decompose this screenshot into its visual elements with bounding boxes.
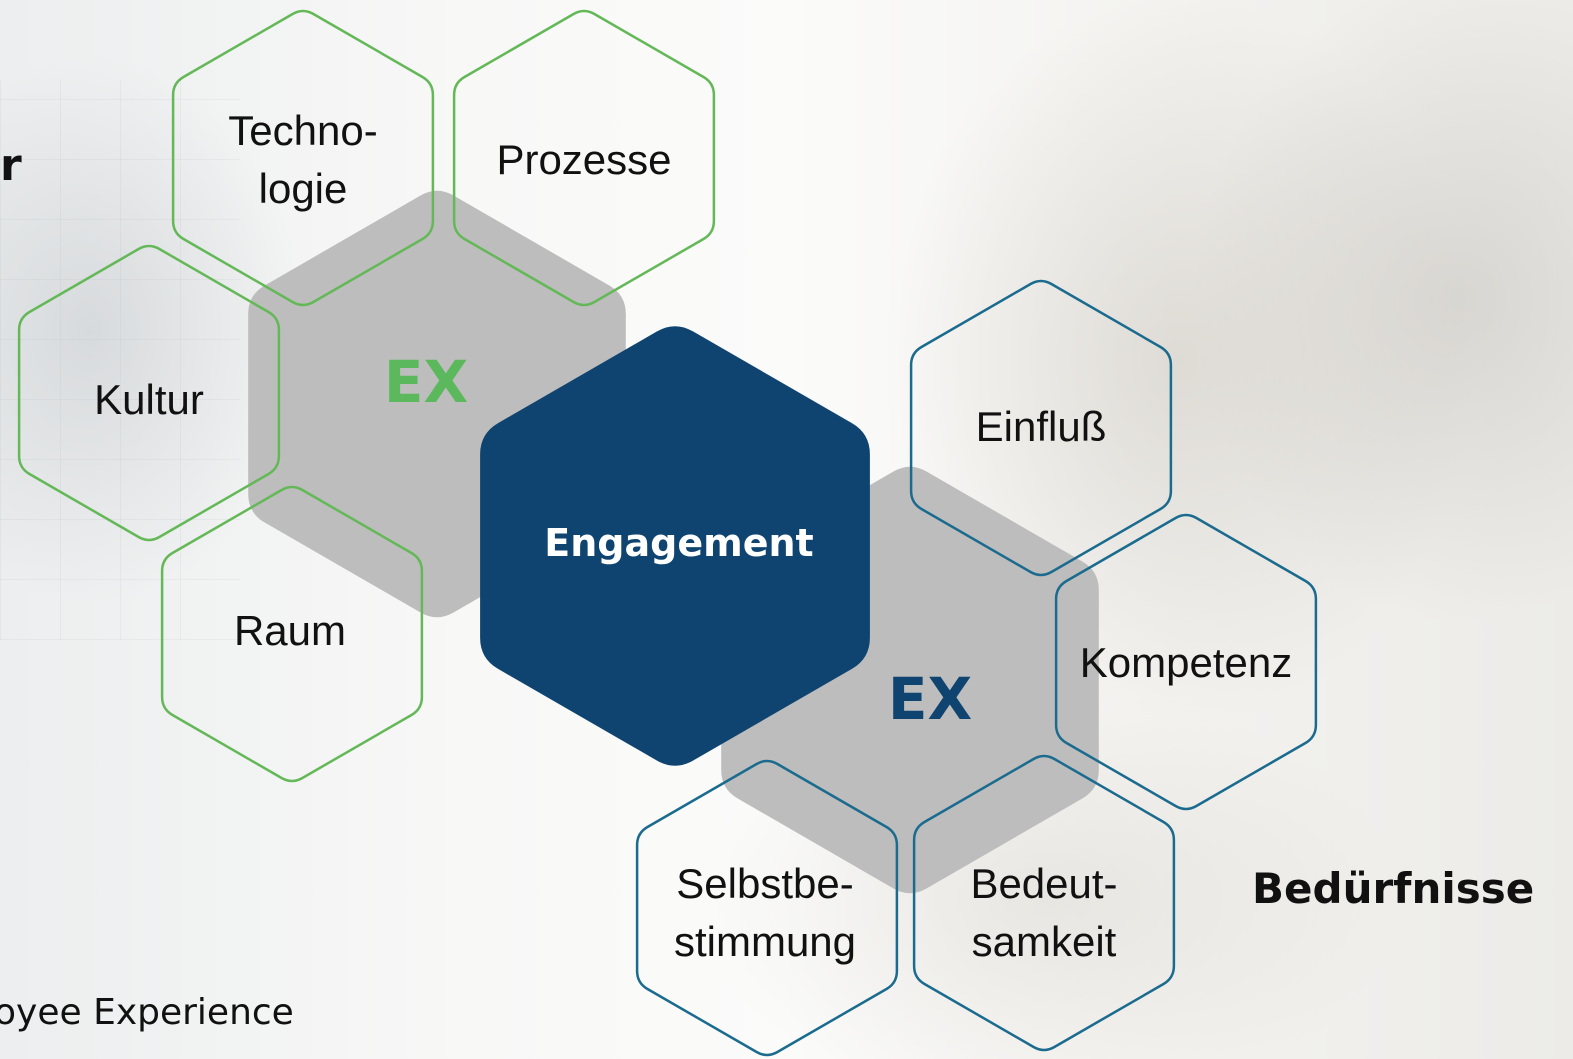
background-calendar [0, 80, 240, 640]
hex-bedeutsamkeit: Bedeut- samkeit [912, 754, 1176, 1052]
technologie-line1: Techno- [228, 107, 377, 154]
engagement-label: Engagement [544, 521, 813, 565]
hex-kompetenz: Kompetenz [1054, 513, 1318, 811]
raum-label: Raum [234, 607, 346, 654]
left-heading: r [0, 140, 22, 191]
ex-left-label: EX [384, 348, 468, 416]
ex-right-label: EX [888, 665, 972, 733]
prozesse-label: Prozesse [496, 136, 671, 183]
hex-einfluss: Einfluß [909, 279, 1173, 577]
ex-left-hexagon: EX [248, 190, 626, 618]
hex-selbstbestimmung: Selbstbe- stimmung [635, 759, 899, 1057]
ex-right-hexagon: EX [721, 466, 1099, 894]
footer-text: oyee Experience [0, 992, 294, 1033]
engagement-hexagon: Engagement [480, 326, 870, 766]
kultur-label: Kultur [94, 376, 204, 423]
bedeutsamkeit-line1: Bedeut- [970, 860, 1117, 907]
selbstbestimmung-line1: Selbstbe- [676, 860, 853, 907]
hex-kultur: Kultur [17, 244, 281, 542]
bedeutsamkeit-line2: samkeit [972, 918, 1117, 965]
needs-heading: Bedürfnisse [1252, 864, 1535, 913]
technologie-line2: logie [259, 165, 348, 212]
hex-technologie: Techno- logie [171, 9, 435, 307]
einfluss-label: Einfluß [976, 403, 1107, 450]
hex-prozesse: Prozesse [452, 9, 716, 307]
hex-raum: Raum [160, 485, 424, 783]
selbstbestimmung-line2: stimmung [674, 918, 856, 965]
kompetenz-label: Kompetenz [1080, 639, 1292, 686]
